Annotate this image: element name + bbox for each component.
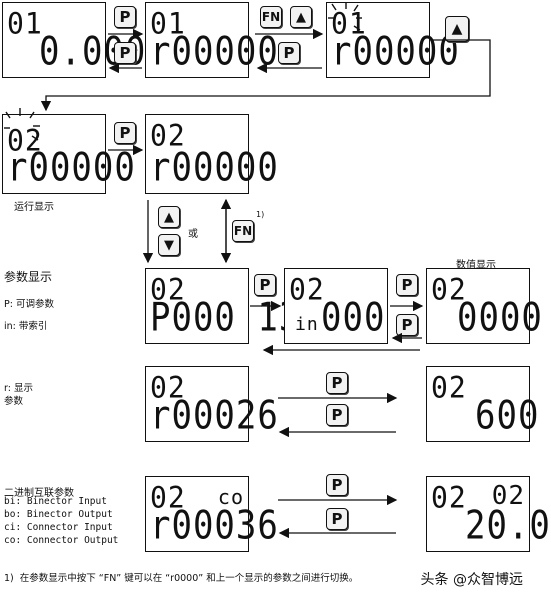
lcd-display-3: 01 r00000 — [326, 2, 459, 78]
ci-label: ci: Connector Input — [4, 522, 113, 533]
lcd-top-value: 02 — [431, 272, 467, 307]
binector-heading: 二进制互联参数 — [4, 488, 74, 499]
lcd-bottom-value: r00000 — [150, 145, 279, 191]
footnote-text: 1) 在参数显示中按下 “FN” 键可以在 “r0000” 和上一个显示的参数之… — [4, 573, 359, 584]
lcd-display-8: 02 0000 — [426, 268, 542, 344]
lcd-display-5: 02 r00000 — [145, 114, 278, 194]
lcd-top-value: 01 — [150, 6, 186, 41]
lcd-display-1: 01 0.000 — [2, 2, 145, 78]
lcd-bottom-value: P000 13 — [150, 295, 301, 341]
lcd-display-6: 02 P000 13 — [145, 268, 299, 344]
lcd-display-2: 01 r00000 — [145, 2, 278, 78]
up-key[interactable]: ▲ — [158, 206, 180, 228]
lcd-bottom-value: 000 — [321, 295, 386, 341]
lcd-top-value: 01 — [7, 6, 43, 41]
run-display-label: 运行显示 — [14, 202, 54, 213]
lcd-top-value: 02 — [431, 370, 467, 405]
p-key[interactable]: P — [326, 474, 348, 496]
co-label: co: Connector Output — [4, 535, 119, 546]
lcd-top-value: 02 — [150, 272, 186, 307]
up-key[interactable]: ▲ — [445, 16, 469, 42]
lcd-bottom-value: r00000 — [7, 145, 136, 191]
lcd-display-10: 02 600 — [426, 366, 538, 442]
bi-label: bi: Binector Input — [4, 496, 107, 507]
down-key[interactable]: ▼ — [158, 234, 180, 256]
param-display-heading: 参数显示 — [4, 270, 53, 284]
p-key[interactable]: P — [396, 314, 418, 336]
lcd-bottom-value: 20.0 — [465, 503, 551, 549]
up-key[interactable]: ▲ — [290, 6, 312, 28]
p-key[interactable]: P — [254, 274, 276, 296]
lcd-top-value-blinking: 01 — [331, 6, 367, 41]
p-key[interactable]: P — [326, 508, 348, 530]
bo-label: bo: Binector Output — [4, 509, 113, 520]
lcd-display-7: 02 in 000 — [284, 268, 388, 344]
r-param-label: 参数 — [4, 396, 24, 407]
lcd-bottom-value: r00000 — [150, 29, 279, 75]
p-key[interactable]: P — [326, 372, 348, 394]
lcd-top-value: 02 — [289, 272, 325, 307]
or-label: 或 — [188, 229, 198, 240]
p-key[interactable]: P — [396, 274, 418, 296]
lcd-index-prefix: in — [295, 314, 319, 335]
lcd-display-9: 02 r00026 — [145, 366, 278, 442]
lcd-bottom-value: 600 — [475, 393, 540, 439]
p-adjustable-label: P: 可调参数 — [4, 299, 54, 310]
lcd-top-value: 02 — [150, 118, 186, 153]
watermark: 头条 @众智博远 — [420, 572, 523, 588]
value-display-label: 数值显示 — [456, 260, 496, 271]
p-key[interactable]: P — [326, 404, 348, 426]
lcd-display-12: 02 02 20.0 — [426, 476, 550, 552]
p-key[interactable]: P — [114, 6, 136, 28]
fn-key[interactable]: FN — [260, 6, 282, 28]
in-indexed-label: in: 带索引 — [4, 321, 48, 332]
lcd-top-value: 02 — [150, 480, 186, 515]
fn-key[interactable]: FN — [232, 220, 254, 242]
r-display-label: r: 显示 — [4, 383, 33, 394]
footnote-mark: 1) — [256, 210, 265, 219]
p-key[interactable]: P — [278, 42, 300, 64]
lcd-top-value: 02 — [150, 370, 186, 405]
p-key[interactable]: P — [114, 122, 136, 144]
lcd-top-right-value: co — [217, 485, 244, 509]
lcd-bottom-value: r00026 — [150, 393, 279, 439]
lcd-bottom-value: r00000 — [331, 29, 460, 75]
p-key[interactable]: P — [114, 42, 136, 64]
lcd-top-right-value: 02 — [491, 481, 525, 511]
lcd-bottom-value: r00036 — [150, 503, 279, 549]
lcd-display-11: 02 co r00036 — [145, 476, 278, 552]
lcd-bottom-value: 0000 — [457, 295, 543, 341]
lcd-display-4: 02 r00000 — [2, 114, 135, 194]
lcd-top-value: 02 — [431, 480, 467, 515]
